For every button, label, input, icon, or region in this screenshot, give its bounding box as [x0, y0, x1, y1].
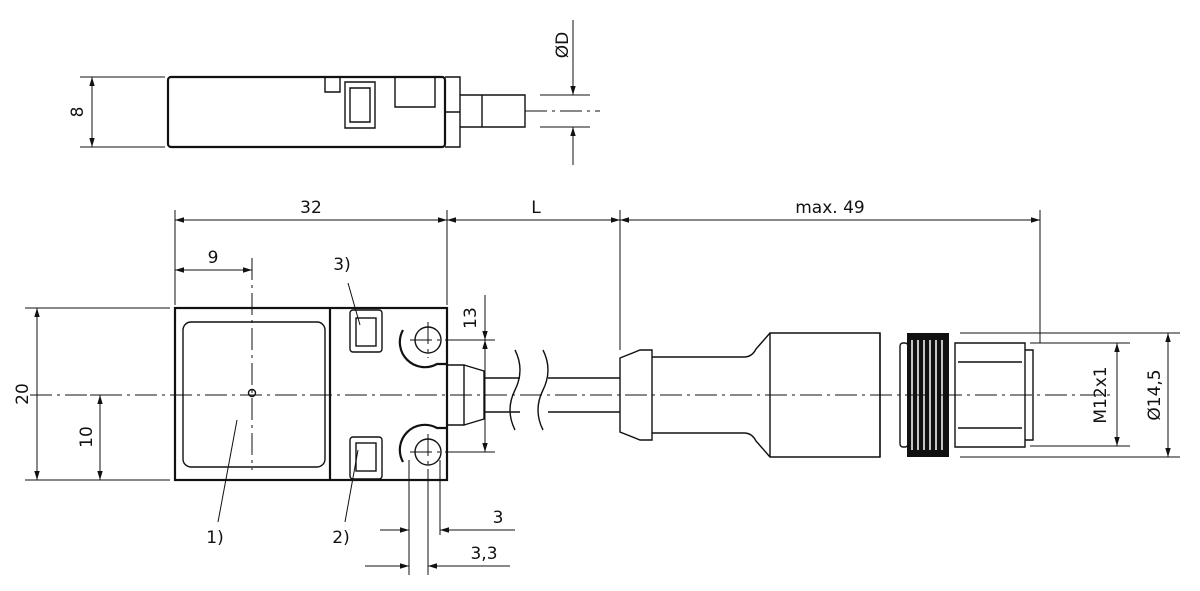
hole-diameter-label: 3: [493, 508, 504, 528]
height-10-label: 10: [77, 426, 97, 448]
connector-diameter-label: Ø14,5: [1145, 369, 1165, 420]
hole-offset-label: 3,3: [470, 544, 497, 564]
front-view: 32 L max. 49 9 20 10 13 3 3,3 M12x1 Ø14,…: [13, 198, 1180, 575]
callout-1: 1): [206, 528, 223, 548]
callout-2: 2): [332, 528, 349, 548]
hole-spacing-label: 13: [461, 307, 481, 329]
thread-label: M12x1: [1091, 366, 1111, 423]
length-32-label: 32: [300, 198, 322, 218]
callout-3: 3): [333, 255, 350, 275]
sensing-center-label: 9: [208, 248, 219, 268]
cable-length-label: L: [531, 198, 541, 218]
side-view: 8 ØD: [68, 20, 600, 165]
cable-diameter-label: ØD: [553, 32, 573, 58]
connector-length-label: max. 49: [795, 198, 864, 218]
side-height-label: 8: [68, 107, 88, 118]
height-20-label: 20: [13, 383, 33, 405]
